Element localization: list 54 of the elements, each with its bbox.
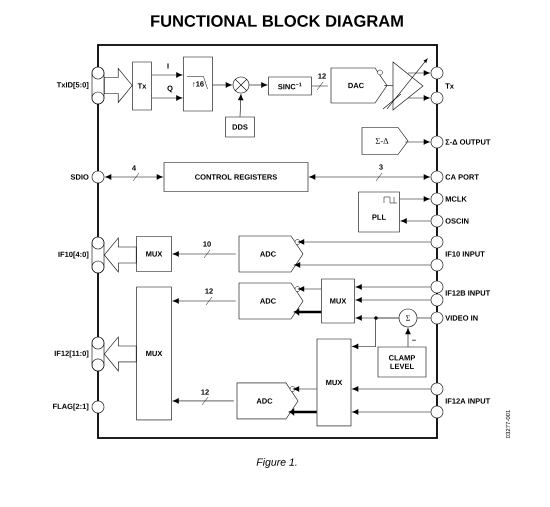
bus-arrow xyxy=(104,237,136,273)
chip-outline xyxy=(97,44,438,439)
pin-circle xyxy=(430,280,444,294)
bus-pin xyxy=(92,336,104,372)
arrow xyxy=(352,409,431,415)
arrow xyxy=(294,308,322,316)
pin-circle xyxy=(430,192,444,206)
arrow xyxy=(298,286,322,292)
arrow xyxy=(400,196,430,202)
arrow xyxy=(408,95,430,101)
arrow xyxy=(404,139,430,145)
arrow xyxy=(294,262,431,268)
arrow xyxy=(238,94,244,117)
arrow xyxy=(309,174,430,180)
arrow xyxy=(352,386,431,392)
pin-circle xyxy=(430,236,444,248)
pin-circle xyxy=(430,258,444,272)
arrow xyxy=(400,218,431,224)
arrow xyxy=(249,82,268,88)
pin-circle xyxy=(92,400,104,414)
arrow xyxy=(212,82,232,88)
arrow xyxy=(298,239,431,245)
bus-pin xyxy=(92,66,104,104)
arrow xyxy=(352,318,399,350)
pin-circle xyxy=(430,92,444,104)
arrow xyxy=(152,72,182,78)
mixer-symbol xyxy=(232,76,250,94)
pin-circle xyxy=(430,170,444,184)
arrow xyxy=(408,70,430,76)
bus-pin xyxy=(92,236,104,274)
bus-arrow xyxy=(104,68,133,104)
arrow xyxy=(289,408,317,416)
arrow xyxy=(172,398,234,404)
pin-circle xyxy=(430,66,444,80)
arrow xyxy=(105,174,163,180)
pin-circle xyxy=(430,382,444,396)
arrow xyxy=(152,95,182,101)
arrow xyxy=(172,298,236,304)
pin-circle xyxy=(430,312,444,324)
caption: Figure 1. xyxy=(256,458,296,468)
pin-circle xyxy=(430,406,444,418)
arrow xyxy=(172,251,236,257)
arrow xyxy=(405,328,411,347)
arrow xyxy=(293,386,317,392)
arrow xyxy=(356,284,431,290)
arrow xyxy=(356,297,431,303)
pin-circle xyxy=(430,294,444,306)
bus-arrow xyxy=(104,336,136,372)
pin-circle xyxy=(430,214,444,228)
title: FUNCTIONAL BLOCK DIAGRAM xyxy=(151,15,403,27)
converter-block: Σ-Δ xyxy=(362,127,408,155)
pin-circle xyxy=(92,170,104,184)
pin-circle xyxy=(430,136,444,148)
summing-junction: Σ xyxy=(398,308,418,328)
